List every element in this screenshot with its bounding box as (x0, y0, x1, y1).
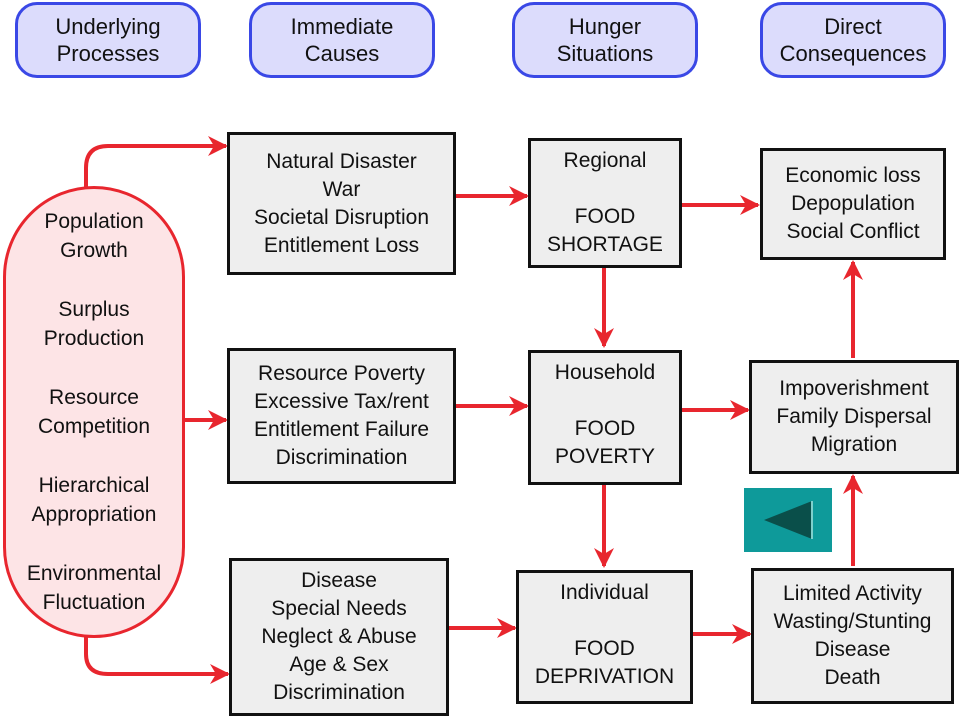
process-label: Fluctuation (42, 591, 146, 614)
header-immediate-causes: Immediate Causes (249, 2, 435, 78)
process-label: Environmental (26, 562, 162, 585)
cause-label: War (322, 177, 361, 201)
consequence-label: Death (824, 666, 881, 689)
cause-label: Special Needs (271, 597, 407, 620)
arrow-processes-to-regional-causes (84, 136, 228, 190)
cause-label: Excessive Tax/rent (254, 390, 429, 413)
header-immediate-causes-label: Immediate Causes (290, 14, 394, 66)
consequence-label: Disease (814, 638, 891, 661)
situation-name: FOOD (574, 417, 636, 440)
individual-causes-box: Disease Special Needs Neglect & Abuse Ag… (229, 558, 449, 716)
cause-label: Discrimination (273, 681, 405, 704)
situation-name: POVERTY (555, 445, 655, 468)
situation-name: FOOD (574, 205, 636, 228)
consequence-label: Social Conflict (786, 220, 920, 243)
cause-label: Entitlement Failure (253, 418, 430, 441)
household-causes-box: Resource Poverty Excessive Tax/rent Enti… (227, 348, 456, 484)
cause-label: Entitlement Loss (263, 233, 420, 257)
process-label: Population (44, 210, 144, 233)
underlying-processes-pill: Population Growth Surplus Production Res… (3, 186, 185, 638)
process-label: Growth (60, 239, 128, 262)
individual-food-deprivation-box: Individual FOOD DEPRIVATION (516, 570, 693, 704)
regional-causes-box: Natural Disaster War Societal Disruption… (227, 132, 456, 275)
situation-level: Regional (563, 149, 647, 172)
back-triangle-icon (764, 501, 813, 539)
consequence-label: Wasting/Stunting (773, 610, 932, 633)
cause-label: Societal Disruption (253, 205, 430, 229)
back-button[interactable] (744, 488, 832, 552)
cause-label: Natural Disaster (266, 149, 417, 173)
regional-food-shortage-box: Regional FOOD SHORTAGE (528, 138, 682, 268)
situation-level: Individual (560, 581, 649, 604)
consequence-label: Migration (810, 433, 898, 456)
header-direct-consequences: Direct Consequences (760, 2, 946, 78)
situation-name: DEPRIVATION (534, 665, 675, 688)
consequence-label: Limited Activity (783, 582, 922, 605)
process-label: Surplus (58, 298, 130, 321)
individual-consequences-box: Limited Activity Wasting/Stunting Diseas… (751, 568, 954, 704)
header-hunger-situations: Hunger Situations (512, 2, 698, 78)
cause-label: Discrimination (275, 446, 408, 469)
cause-label: Disease (301, 569, 377, 592)
situation-level: Household (554, 361, 656, 384)
cause-label: Resource Poverty (258, 362, 425, 385)
consequence-label: Depopulation (791, 192, 915, 215)
cause-label: Age & Sex (289, 653, 389, 676)
cause-label: Neglect & Abuse (261, 625, 417, 648)
process-label: Production (43, 327, 145, 350)
header-hunger-situations-label: Hunger Situations (556, 14, 654, 66)
process-label: Resource (49, 386, 139, 409)
consequence-label: Impoverishment (779, 377, 929, 400)
arrow-processes-to-individual-causes (84, 636, 230, 684)
header-underlying-processes: Underlying Processes (15, 2, 201, 78)
consequence-label: Family Dispersal (776, 405, 932, 428)
header-direct-consequences-label: Direct Consequences (779, 14, 927, 66)
regional-consequences-box: Economic loss Depopulation Social Confli… (760, 148, 946, 260)
situation-name: SHORTAGE (547, 233, 663, 256)
consequence-label: Economic loss (785, 164, 921, 187)
process-label: Appropriation (31, 503, 157, 526)
household-consequences-box: Impoverishment Family Dispersal Migratio… (749, 360, 959, 474)
process-label: Competition (37, 415, 151, 438)
process-label: Hierarchical (38, 474, 150, 497)
household-food-poverty-box: Household FOOD POVERTY (528, 350, 682, 485)
header-underlying-processes-label: Underlying Processes (55, 14, 161, 66)
situation-name: FOOD (574, 637, 635, 660)
